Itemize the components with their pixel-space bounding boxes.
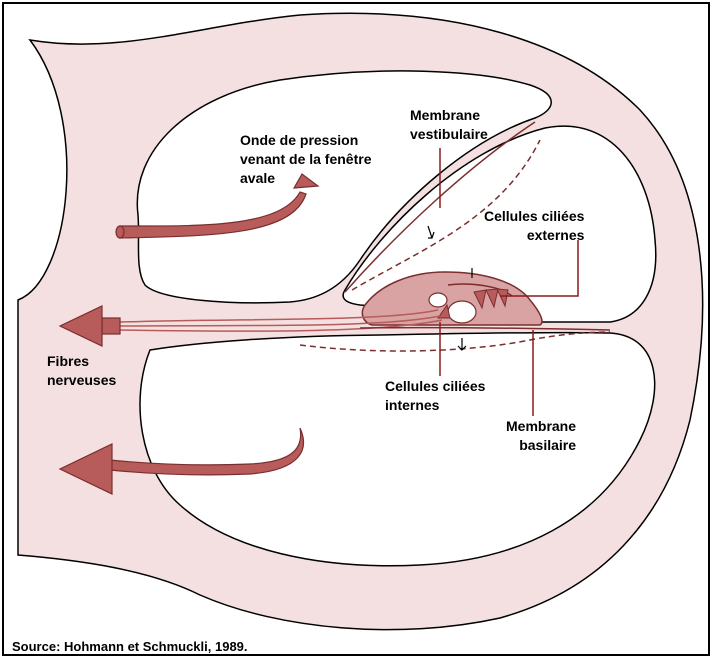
label-pressure-wave: Onde de pression venant de la fenêtre av… [240, 131, 372, 188]
label-outer-hair-cells: Cellules ciliées externes [484, 207, 584, 245]
source-caption: Source: Hohmann et Schmuckli, 1989. [12, 639, 248, 654]
label-basilar-membrane: Membrane basilaire [506, 417, 576, 455]
label-inner-hair-cells: Cellules ciliées internes [385, 377, 485, 415]
corti-space [429, 293, 447, 307]
label-vestibular-membrane: Membrane vestibulaire [410, 106, 488, 144]
label-nerve-fibers: Fibres nerveuses [47, 352, 116, 390]
corti-tunnel [448, 301, 476, 323]
